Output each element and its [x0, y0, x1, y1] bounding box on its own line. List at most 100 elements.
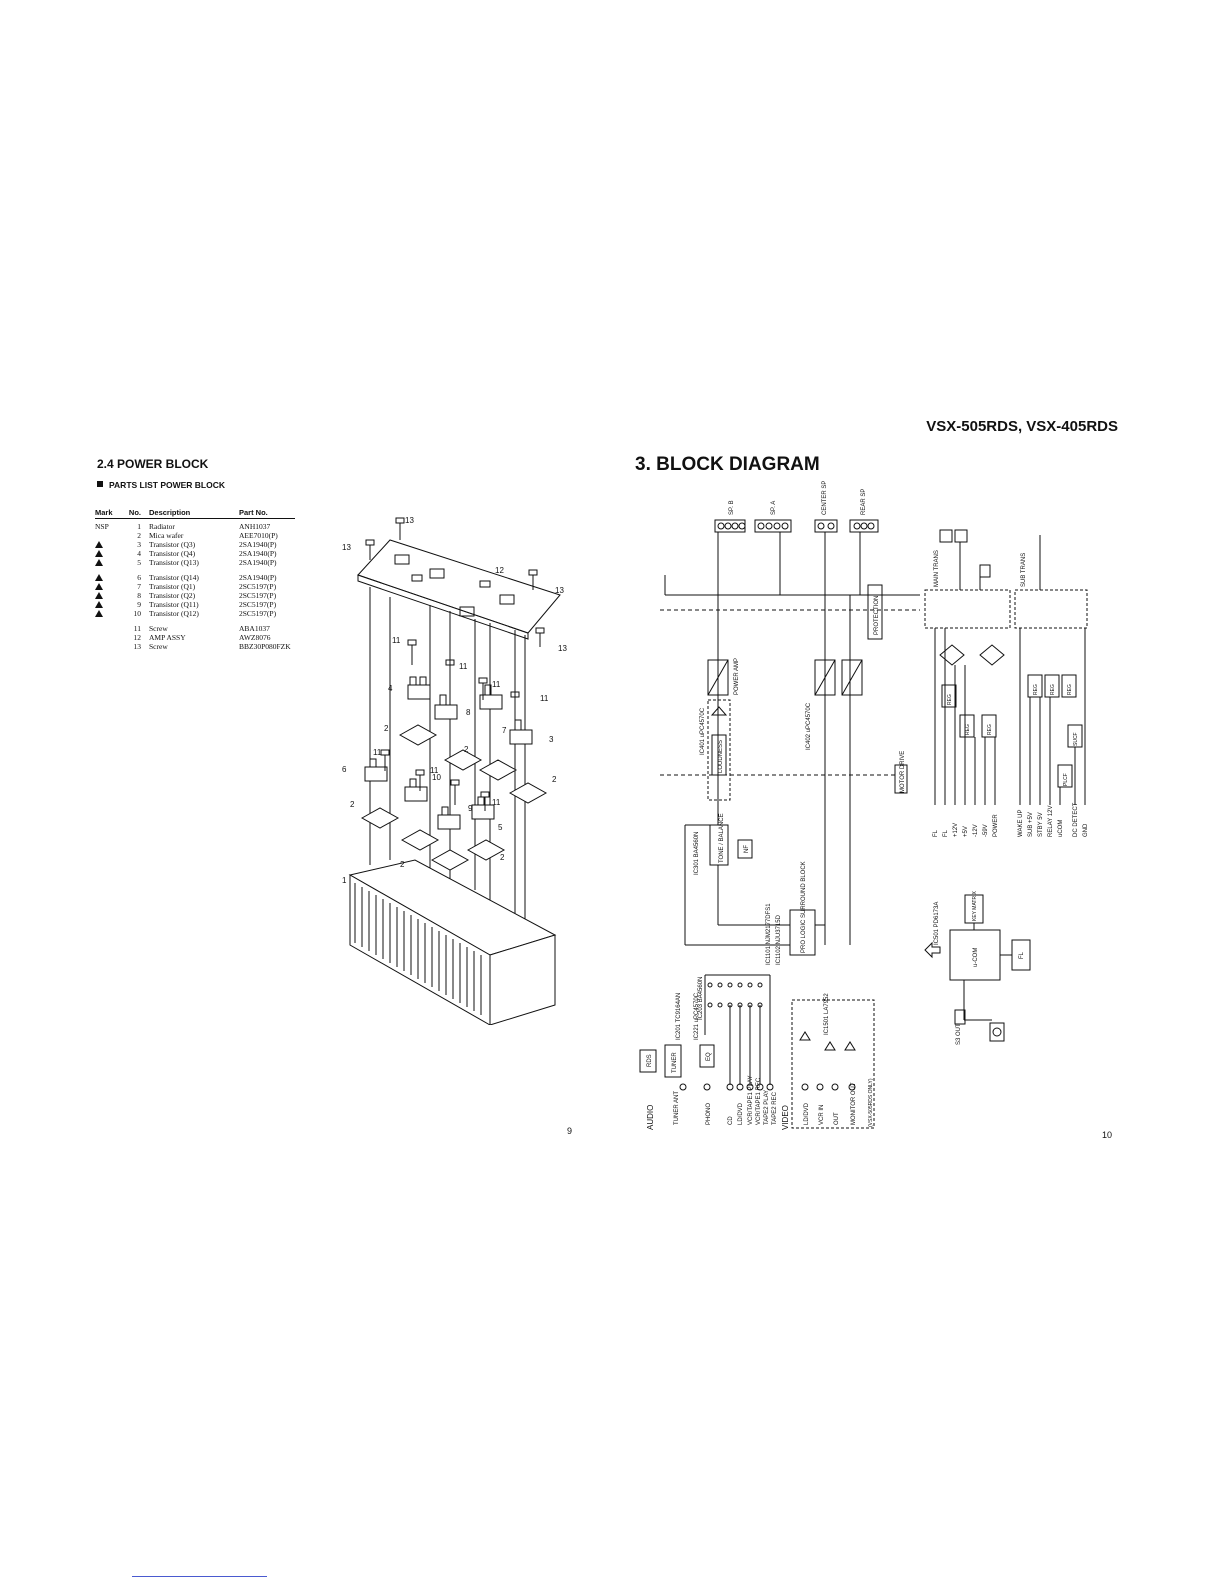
callout-13a: 13 — [405, 516, 414, 525]
label-out: OUT — [834, 1112, 840, 1125]
protection-block — [867, 584, 883, 640]
label-sucf: SUCF — [1073, 732, 1079, 746]
mark-cell — [95, 531, 127, 540]
label-ic221: IC221 uPC4570C — [694, 992, 700, 1040]
no-cell: 10 — [133, 609, 142, 618]
label-cd: CD — [728, 1116, 734, 1125]
no-cell: 6 — [137, 573, 141, 582]
label-ic203: IC203 BA4560N — [698, 977, 704, 1020]
plcf-block — [1057, 764, 1073, 788]
description-cell: Transistor (Q13) — [149, 558, 199, 567]
rail-label: STBY 5V — [1038, 812, 1044, 837]
sensor-icon — [992, 1027, 1002, 1037]
header-description: Description — [149, 508, 191, 517]
amp-assy-board — [357, 539, 561, 634]
callout-13c: 13 — [555, 586, 564, 595]
parts-row: 6 Transistor (Q14) 2SA1940(P) — [95, 573, 295, 582]
rds-block — [639, 1049, 657, 1073]
callout-11c: 11 — [492, 680, 501, 689]
description-cell: Transistor (Q4) — [149, 549, 196, 558]
parts-table-header: Mark No. Description Part No. — [95, 508, 295, 519]
callout-11e: 11 — [373, 748, 382, 757]
no-cell: 5 — [137, 558, 141, 567]
callout-6: 6 — [342, 765, 347, 774]
callout-1: 1 — [342, 876, 347, 885]
part-no-cell: 2SA1940(P) — [239, 540, 277, 549]
label-ic1101: IC1101 NJM2177DFS1 — [766, 903, 772, 965]
label-phono: PHONO — [706, 1103, 712, 1125]
label-nf: NF — [744, 845, 750, 853]
part-no-cell: 2SA1940(P) — [239, 573, 277, 582]
label-ic501: IC501 PD6173A — [934, 902, 940, 945]
mark-cell: NSP — [95, 522, 109, 531]
label-sub-trans: SUB TRANS — [1021, 553, 1027, 587]
exploded-callouts: 13 13 13 13 12 11 11 11 11 11 11 11 4 8 … — [342, 516, 567, 885]
description-cell: Transistor (Q3) — [149, 540, 196, 549]
callout-5: 5 — [498, 823, 503, 832]
description-cell: Radiator — [149, 522, 175, 531]
part-no-cell: AEE7010(P) — [239, 531, 278, 540]
rail-label: RELAY 12V — [1048, 806, 1054, 837]
label-fl: FL — [1019, 951, 1025, 959]
rail-label: uCOM — [1058, 820, 1064, 837]
label-main-trans: MAIN TRANS — [934, 550, 940, 587]
page-number-9: 9 — [567, 1126, 573, 1136]
caution-triangle-icon — [95, 573, 127, 582]
label-ic402: IC402 uPC4570C — [806, 702, 812, 750]
description-cell: Transistor (Q14) — [149, 573, 199, 582]
label-key-matrix: KEY MATRIX — [972, 891, 978, 921]
rail-label: WAKE UP — [1018, 810, 1024, 837]
rail-label: +5V — [963, 826, 969, 837]
label-ucom: u-COM — [973, 948, 979, 967]
no-cell: 2 — [137, 531, 141, 540]
header-mark: Mark — [95, 508, 113, 517]
mark-cell — [95, 633, 127, 642]
callout-11b: 11 — [459, 662, 468, 671]
label-tape2-play: TAPE2 PLAY — [764, 1090, 770, 1125]
callout-10: 10 — [432, 773, 441, 782]
label-motor-drive: MOTOR DRIVE — [900, 751, 906, 793]
callout-2d: 2 — [350, 800, 355, 809]
rail-label: FL — [943, 829, 949, 837]
caution-triangle-icon — [95, 591, 127, 600]
rail-label: GND — [1083, 823, 1089, 837]
callout-3: 3 — [549, 735, 554, 744]
description-cell: Screw — [149, 624, 168, 633]
label-reg-5: REG — [1050, 684, 1056, 695]
label-loudness: LOUDNESS — [718, 740, 724, 773]
header-no: No. — [128, 508, 141, 517]
label-rds: RDS — [647, 1054, 653, 1067]
label-sp-b: SP. B — [729, 500, 735, 515]
mark-cell — [95, 624, 127, 633]
block-diagram: SP. B SP. A CENTER SP REAR SP PROTECTION… — [639, 481, 1089, 1130]
rail-label: FL — [933, 829, 939, 837]
prologic-block — [789, 909, 816, 956]
callout-2b: 2 — [464, 745, 469, 754]
eq-block — [699, 1044, 715, 1068]
label-reg-1: REG — [947, 694, 953, 705]
screw-13-group — [365, 517, 545, 647]
label-ic301: IC301 BA4560N — [694, 832, 700, 875]
label-reg-2: REG — [965, 724, 971, 735]
nf-block — [737, 839, 753, 859]
tuner-block — [664, 1044, 682, 1078]
section-title-power-block: 2.4 POWER BLOCK — [97, 457, 209, 471]
part-no-cell: 2SC5197(P) — [239, 582, 277, 591]
exploded-view-diagram: 13 13 13 13 12 11 11 11 11 11 11 11 4 8 … — [342, 516, 567, 1025]
motor-drive-block — [894, 764, 908, 794]
bullet-square-icon — [97, 481, 103, 487]
callout-13b: 13 — [342, 543, 351, 552]
label-vcr-tape1-rec: VCR/TAPE1 REC — [756, 1077, 762, 1125]
callout-11d: 11 — [540, 694, 549, 703]
callout-2f: 2 — [500, 853, 505, 862]
